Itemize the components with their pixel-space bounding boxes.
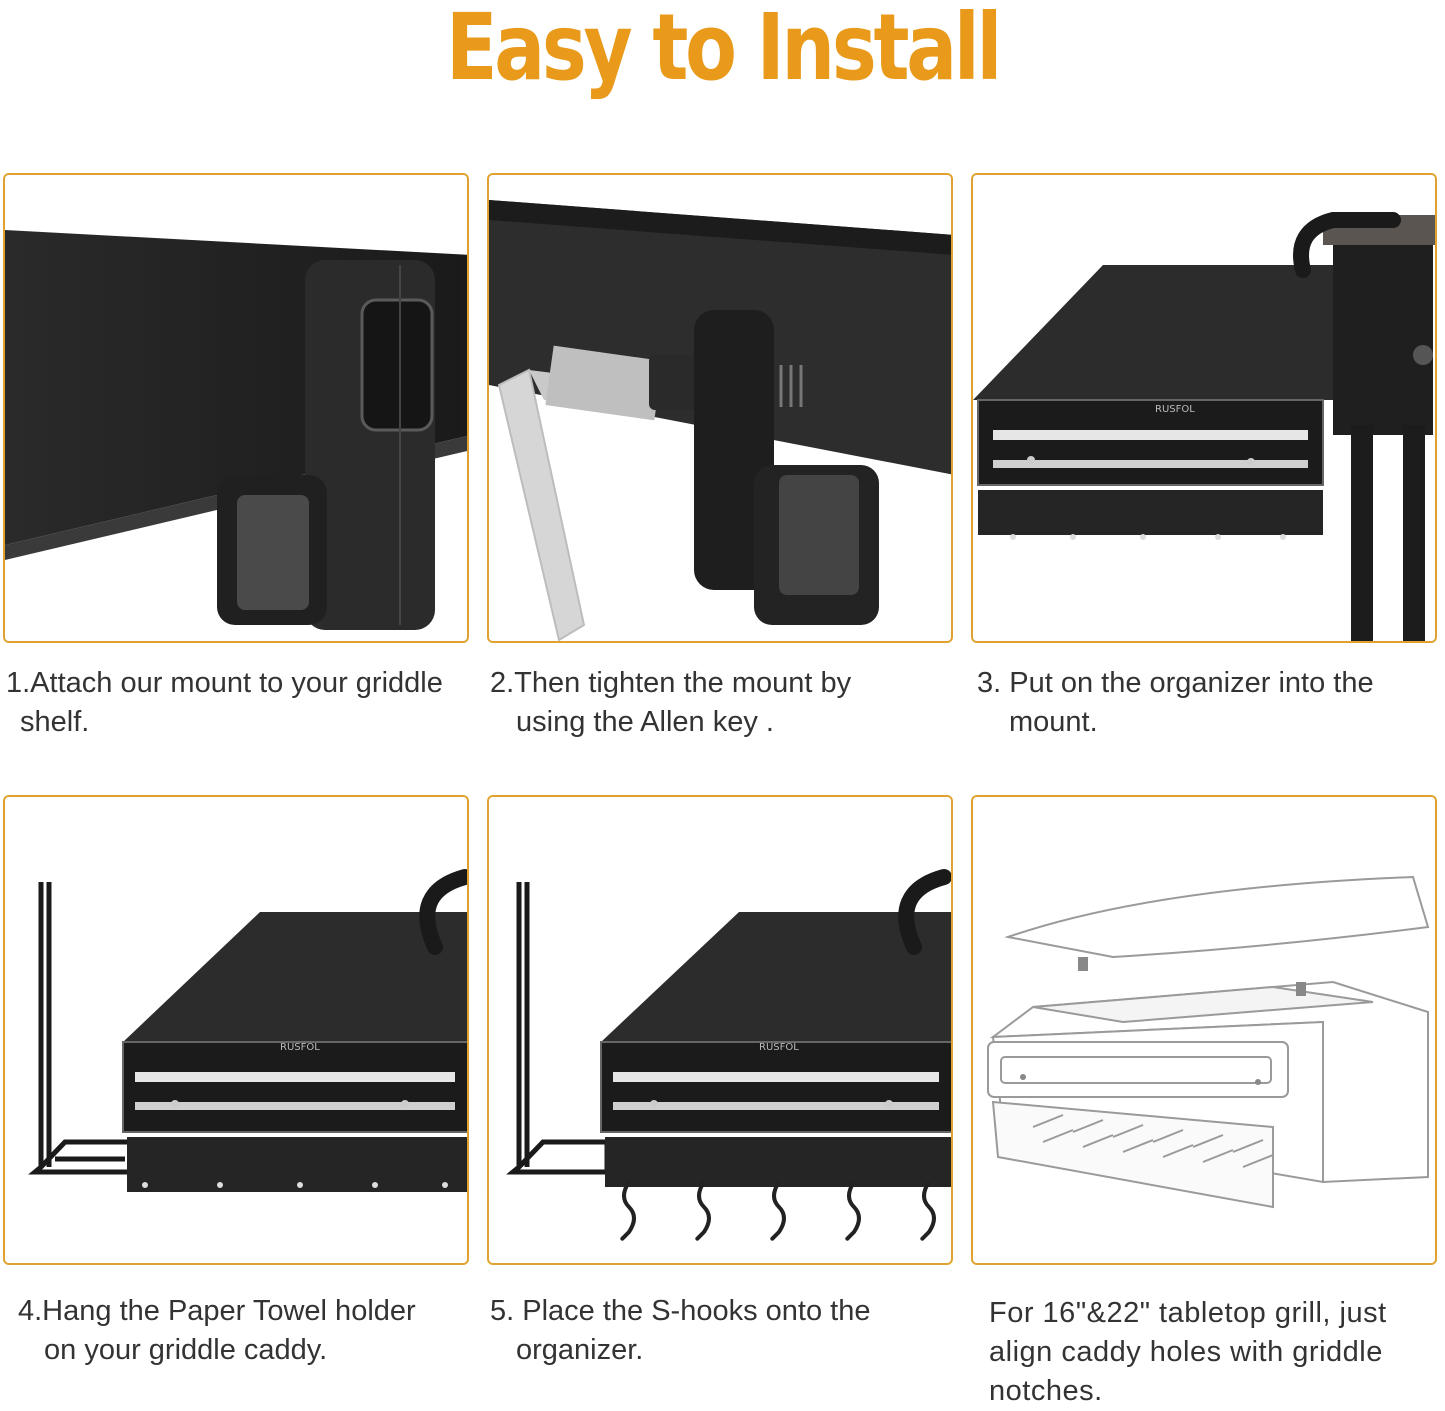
step-6-caption: For 16"&22" tabletop grill, just align c…	[989, 1297, 1387, 1407]
step-5-image: RUSFOL	[487, 795, 953, 1265]
step-4-image: RUSFOL	[3, 795, 469, 1265]
step-6-image	[971, 795, 1437, 1265]
step-1-caption: 1.Attach our mount to your griddle shelf…	[6, 667, 443, 738]
brand-mark-2: RUSFOL	[280, 1042, 320, 1053]
step-1-image	[3, 173, 469, 643]
step-2-caption: 2.Then tighten the mount by using the Al…	[490, 667, 852, 738]
step-3-image: RUSFOL	[971, 173, 1437, 643]
brand-mark-3: RUSFOL	[759, 1042, 799, 1053]
page-title: Easy to Install	[445, 0, 1002, 101]
step-3-caption: 3. Put on the organizer into the mount.	[977, 667, 1374, 738]
s-hooks	[620, 1180, 936, 1241]
step-5-caption: 5. Place the S-hooks onto the organizer.	[490, 1295, 871, 1366]
step-4-caption: 4.Hang the Paper Towel holder on your gr…	[18, 1295, 416, 1366]
brand-mark-1: RUSFOL	[1155, 404, 1195, 415]
step-2-image	[487, 173, 953, 643]
